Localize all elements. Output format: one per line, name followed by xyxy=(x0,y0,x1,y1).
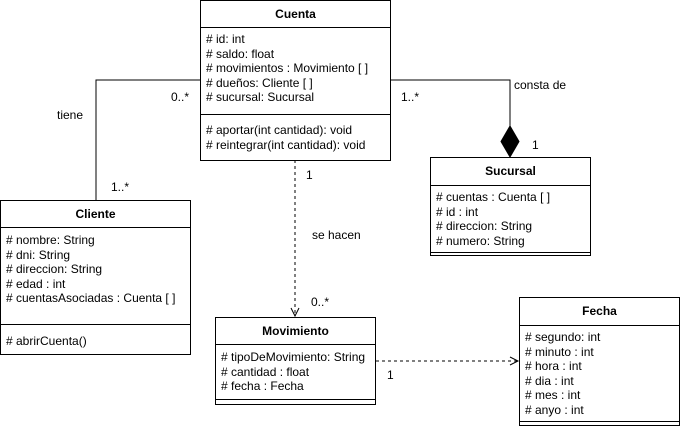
multiplicity-cliente-tiene: 1..* xyxy=(111,180,130,194)
multiplicity-movimiento-se-hacen: 0..* xyxy=(311,295,330,309)
attribute: # sucursal: Sucursal xyxy=(206,90,315,104)
operation: # aportar(int cantidad): void xyxy=(206,123,353,137)
attribute: # dia : int xyxy=(525,373,574,388)
attribute: # id: int xyxy=(206,32,245,46)
label-se-hacen: se hacen xyxy=(312,228,361,242)
multiplicity-sucursal-consta-de: 1 xyxy=(532,138,539,152)
operation: # abrirCuenta() xyxy=(6,334,87,348)
composition-consta-de xyxy=(390,79,511,126)
attribute: # cuentas : Cuenta [ ] xyxy=(436,190,551,204)
class-sucursal-name: Sucursal xyxy=(431,158,590,186)
attribute: # hora : int xyxy=(525,359,582,373)
class-cuenta-name: Cuenta xyxy=(201,1,390,28)
class-cliente[interactable]: Cliente # nombre: String # dni: String #… xyxy=(0,200,191,355)
class-fecha-attributes: # segundo: int # minuto : int # hora : i… xyxy=(520,326,679,422)
composition-diamond-icon xyxy=(500,125,520,158)
arrowhead-fecha-icon xyxy=(509,356,520,366)
arrowhead-se-hacen-icon xyxy=(290,307,300,318)
attribute: # edad : int xyxy=(6,276,66,291)
attribute: # anyo : int xyxy=(525,402,584,417)
class-fecha[interactable]: Fecha # segundo: int # minuto : int # ho… xyxy=(519,297,680,426)
label-tiene: tiene xyxy=(57,108,84,122)
attribute: # numero: String xyxy=(436,233,525,248)
class-cliente-operations: # abrirCuenta() xyxy=(1,325,190,353)
label-consta-de: consta de xyxy=(514,78,567,92)
attribute: # minuto : int xyxy=(525,344,594,359)
class-movimiento[interactable]: Movimiento # tipoDeMovimiento: String # … xyxy=(215,317,376,405)
class-fecha-name: Fecha xyxy=(520,298,679,326)
multiplicity-cuenta-tiene: 0..* xyxy=(171,90,190,104)
class-sucursal-attributes: # cuentas : Cuenta [ ] # id : int # dire… xyxy=(431,186,590,253)
class-cliente-attributes: # nombre: String # dni: String # direcci… xyxy=(1,228,190,325)
attribute: # cuentasAsociadas : Cuenta [ ] xyxy=(6,291,176,305)
attribute: # mes : int xyxy=(525,388,581,402)
attribute: # dueños: Cliente [ ] xyxy=(206,75,313,90)
attribute: # direccion: String xyxy=(436,219,533,233)
multiplicity-cuenta-se-hacen: 1 xyxy=(306,168,313,182)
attribute: # cantidad : float xyxy=(221,364,310,379)
class-cuenta[interactable]: Cuenta # id: int # saldo: float # movimi… xyxy=(200,0,391,161)
class-movimiento-attributes: # tipoDeMovimiento: String # cantidad : … xyxy=(216,345,375,400)
class-cuenta-operations: # aportar(int cantidad): void # reintegr… xyxy=(201,115,390,156)
attribute: # fecha : Fecha xyxy=(221,379,304,393)
class-movimiento-name: Movimiento xyxy=(216,318,375,345)
association-tiene xyxy=(95,79,200,200)
attribute: # dni: String xyxy=(6,247,71,262)
attribute: # id : int xyxy=(436,204,479,219)
attribute: # nombre: String xyxy=(6,233,95,247)
multiplicity-cuenta-consta-de: 1..* xyxy=(401,90,420,104)
attribute: # saldo: float xyxy=(206,46,275,61)
attribute: # movimientos : Movimiento [ ] xyxy=(206,61,369,75)
attribute: # segundo: int xyxy=(525,330,601,344)
class-cliente-name: Cliente xyxy=(1,201,190,228)
operation: # reintegrar(int cantidad): void xyxy=(206,137,366,152)
class-sucursal[interactable]: Sucursal # cuentas : Cuenta [ ] # id : i… xyxy=(430,157,591,256)
attribute: # direccion: String xyxy=(6,262,103,276)
class-cuenta-attributes: # id: int # saldo: float # movimientos :… xyxy=(201,28,390,115)
multiplicity-movimiento-fecha: 1 xyxy=(387,368,394,382)
attribute: # tipoDeMovimiento: String xyxy=(221,350,366,364)
